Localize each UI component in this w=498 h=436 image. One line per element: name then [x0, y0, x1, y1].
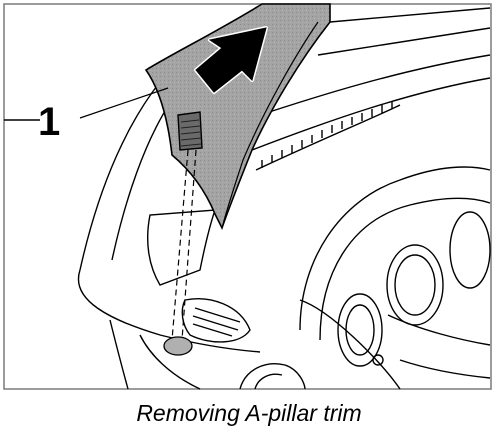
removal-direction-arrow-icon [194, 26, 268, 94]
callout-1-label: 1 [38, 100, 60, 144]
dashboard-linework [4, 7, 491, 390]
figure-caption: Removing A-pillar trim [136, 400, 362, 426]
trim-retaining-clip [177, 111, 203, 151]
a-pillar-trim-panel [144, 3, 331, 231]
callout-1-leader [79, 87, 169, 119]
clip-alignment-dash [171, 149, 189, 341]
trim-inner-edge [221, 21, 319, 229]
clip-mounting-hole [163, 336, 193, 356]
clip-alignment-dash-2 [181, 149, 197, 341]
